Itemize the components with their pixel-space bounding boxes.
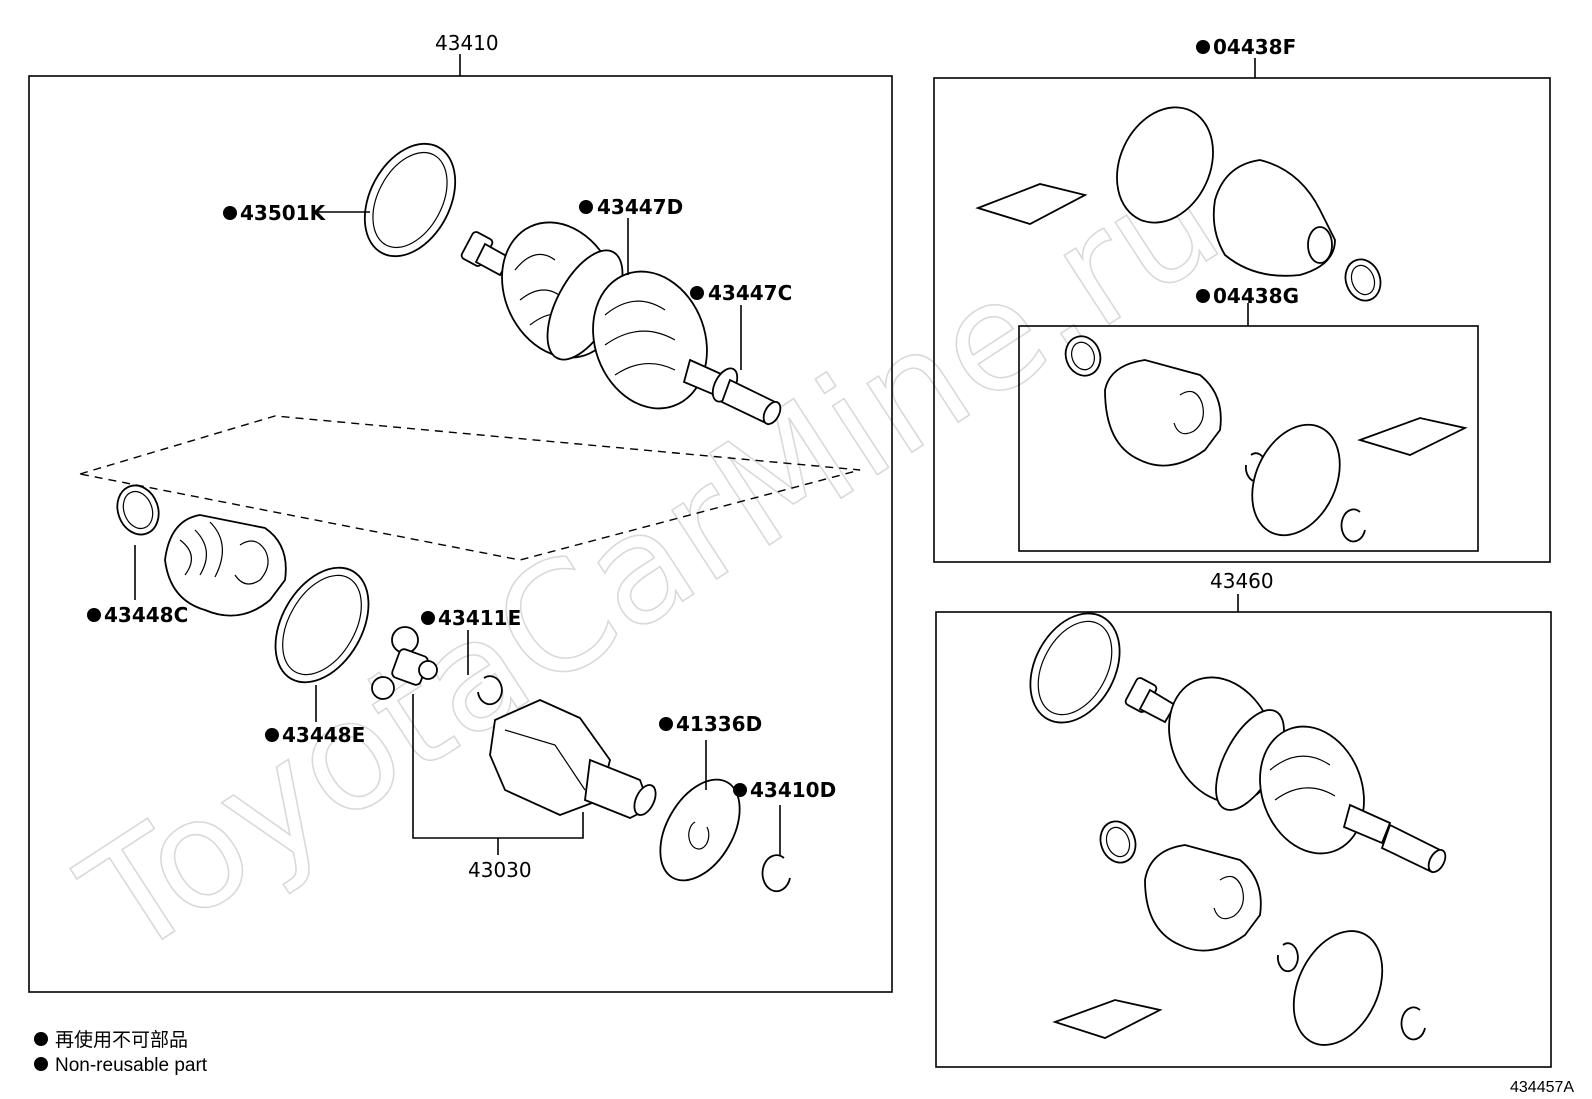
right-bottom-assembly-box: 43460 [935, 569, 1552, 1068]
bracket-43030: 43030 [412, 694, 584, 882]
part-snap-ring-43411E: 43411E [421, 606, 521, 706]
label-43447D: 43447D [597, 195, 683, 219]
clamp-43460 [1099, 820, 1137, 864]
assembly-number-43410: 43410 [435, 31, 499, 55]
part-clip-43410D: 43410D [733, 778, 836, 893]
part-washer-41336D: 41336D [659, 712, 762, 882]
boot-band-large [1116, 106, 1214, 224]
part-band-43448E: 43448E [265, 566, 370, 747]
grease-packet [975, 183, 1088, 225]
part-ring-43501K: 43501K [223, 142, 457, 258]
label-43447C: 43447C [708, 281, 792, 305]
label-43030: 43030 [468, 858, 532, 882]
snap-ring-43460 [1276, 942, 1299, 973]
kit-number-04438G: 04438G [1213, 284, 1299, 308]
part-tripod-joint [371, 626, 438, 700]
clip-43460 [1400, 1006, 1426, 1041]
part-drive-shaft-43410: 43447D 43447C [460, 195, 792, 426]
label-43501K: 43501K [240, 201, 327, 225]
label-41336D: 41336D [676, 712, 762, 736]
part-inner-boot [164, 514, 287, 617]
label-43448E: 43448E [282, 723, 365, 747]
part-joint-housing [489, 699, 657, 819]
drive-shaft-43460 [1124, 676, 1447, 874]
outer-boot [1212, 159, 1336, 277]
figure-code: 434457A [1510, 1079, 1574, 1096]
legend-cn: 再使用不可部品 [55, 1029, 188, 1051]
left-assembly-box: 43410 43501K 43447D [28, 31, 893, 993]
inner-boot-43460 [1144, 844, 1262, 952]
sub-kit-04438G-box: 04438G [1018, 284, 1479, 552]
grease-packet-43460 [1052, 999, 1163, 1039]
boot-clamp-small [1344, 258, 1382, 302]
exploded-view-outline [79, 415, 861, 561]
kit-number-04438F: 04438F [1213, 35, 1296, 59]
assembly-number-43460: 43460 [1210, 569, 1274, 593]
legend: 再使用不可部品 Non-reusable part [34, 1029, 208, 1076]
part-clamp-43448C: 43448C [87, 484, 188, 627]
ring-43460 [1029, 612, 1121, 724]
legend-en: Non-reusable part [55, 1055, 208, 1076]
label-43448C: 43448C [104, 603, 188, 627]
right-top-kit-box: 04438F 04438G [933, 35, 1551, 563]
label-43410D: 43410D [750, 778, 836, 802]
band-43460 [1292, 930, 1384, 1046]
label-43411E: 43411E [438, 606, 521, 630]
